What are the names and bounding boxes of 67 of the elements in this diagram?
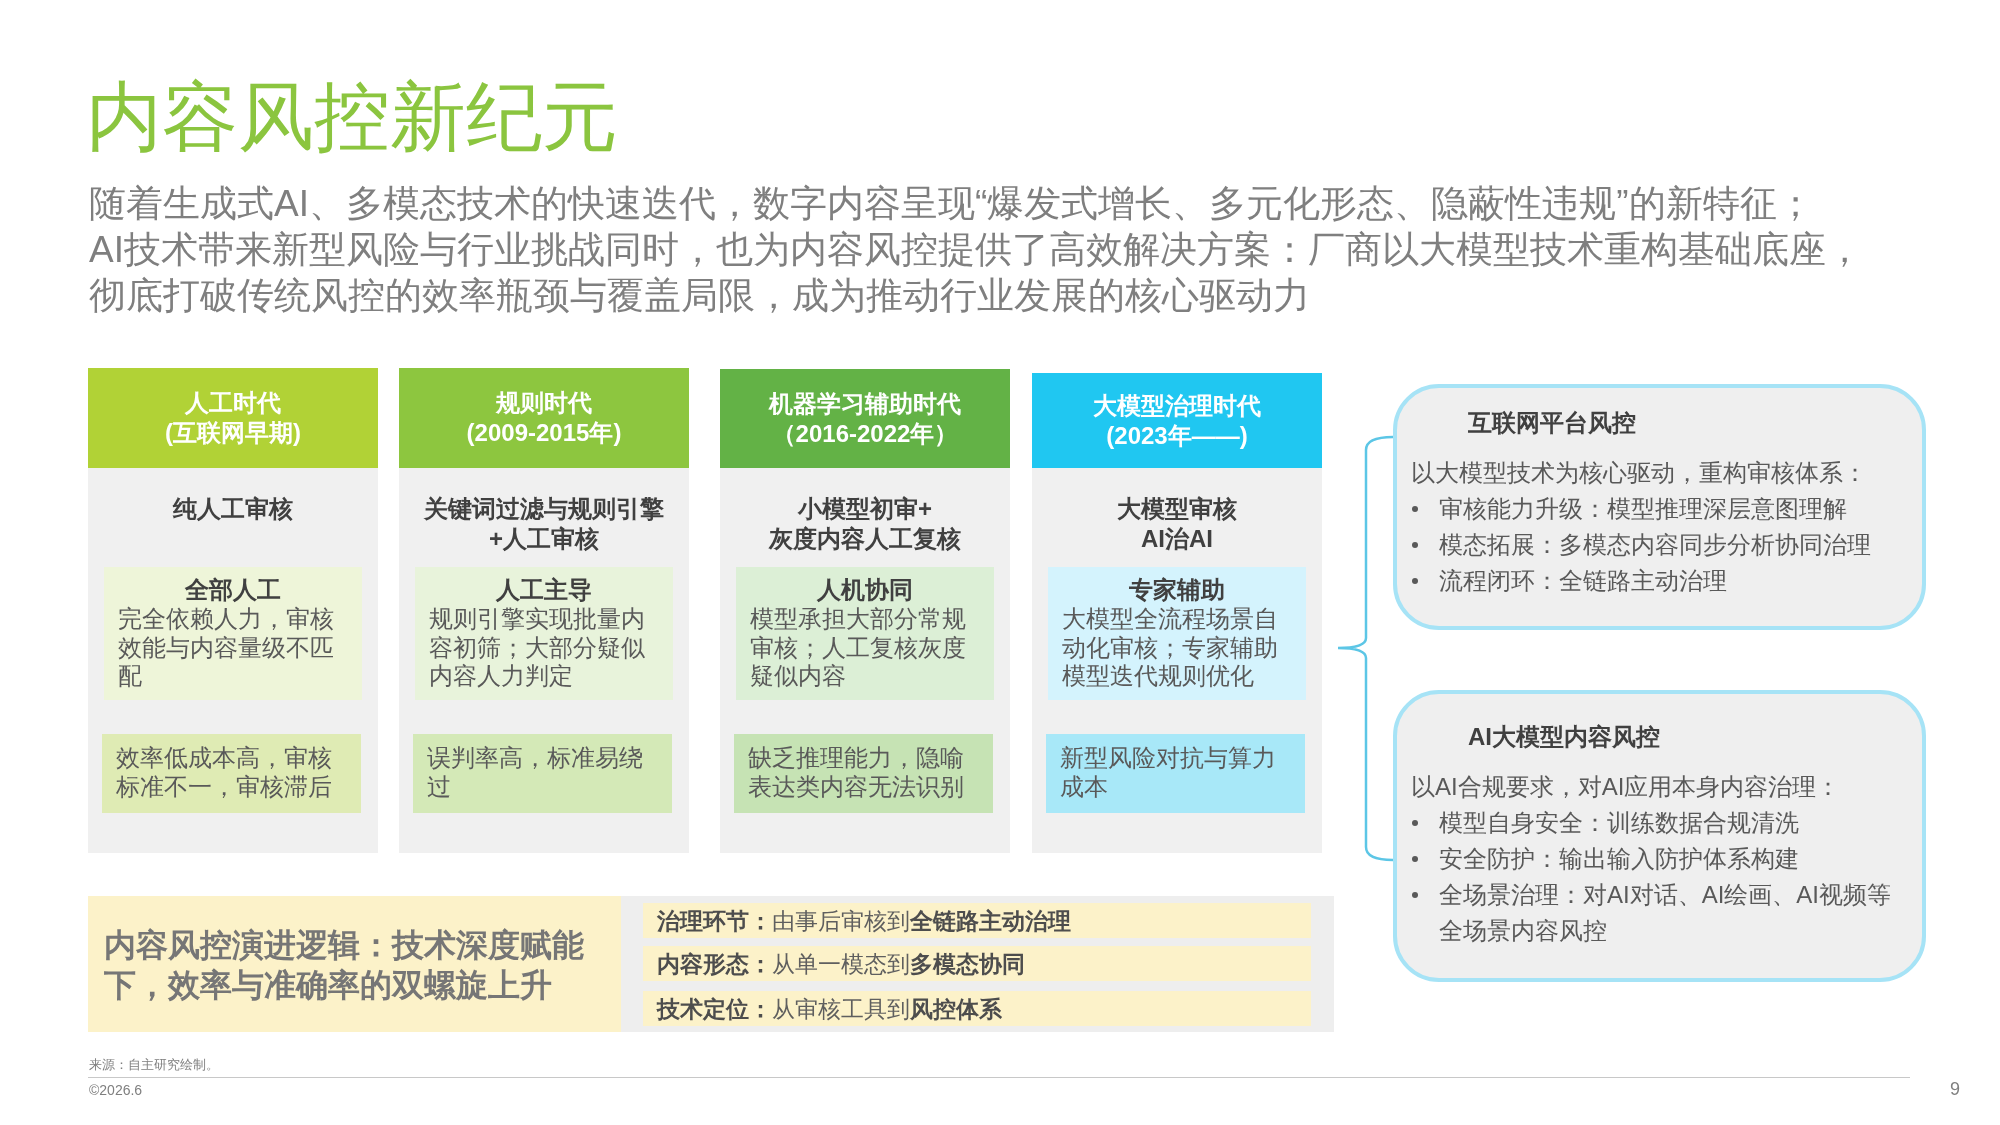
feature-card [1048, 567, 1306, 700]
page-title: 内容风控新纪元 [86, 73, 618, 161]
era-header [720, 369, 1010, 468]
review-mode-text: 灰度内容人工复核 [769, 524, 961, 554]
lead-paragraph: AI技术带来新型风险与行业挑战同时，也为内容风控提供了高效解决方案：厂商以大模型技术重构基础底座，彻底打破传统风控的效率瓶颈与覆盖局限，成为推动行业发展的核心驱动力 [89, 228, 1864, 318]
era-panel [720, 468, 1010, 853]
era-name: 机器学习辅助时代 [769, 388, 961, 419]
era-name: 人工时代 [185, 388, 281, 418]
review-mode-text: 纯人工审核 [173, 494, 293, 524]
feature-text: 大模型全流程场景自动化审核；专家辅助模型迭代规则优化 [1062, 605, 1279, 691]
feature-text: 规则引擎实现批量内容初筛；大部分疑似内容人力判定 [429, 605, 646, 691]
feature-text: 完全依赖人力，审核效能与内容量级不匹配 [118, 605, 335, 691]
era-period: (2023年——) [1106, 420, 1248, 451]
bullet-text: 模型自身安全：训练数据合规清洗 [1439, 808, 1799, 838]
trend-bar [643, 991, 1311, 1026]
era-panel [88, 468, 378, 853]
card-intro: 以大模型技术为核心驱动，重构审核体系： [1411, 458, 1867, 488]
era-panel [399, 468, 689, 853]
era-name: 大模型治理时代 [1093, 390, 1261, 421]
problem-text: 新型风险对抗与算力成本 [1060, 743, 1277, 801]
feature-text: 模型承担大部分常规审核；人工复核灰度疑似内容 [750, 605, 967, 691]
era-name: 规则时代 [496, 388, 592, 418]
card-intro: 以AI合规要求，对AI应用本身内容治理： [1411, 772, 1841, 802]
summary-card [88, 896, 621, 1032]
bullet-text: 安全防护：输出输入防护体系构建 [1439, 844, 1799, 874]
summary-text: 内容风控演进逻辑：技术深度赋能下，效率与准确率的双螺旋上升 [104, 926, 585, 1005]
problem-text: 缺乏推理能力，隐喻表达类内容无法识别 [748, 743, 965, 801]
problem-card [102, 734, 361, 813]
trend-bar [643, 903, 1311, 938]
era-period: (2009-2015年) [466, 418, 622, 448]
feature-title: 专家辅助 [1129, 575, 1225, 605]
era-header [399, 368, 689, 468]
source-note: 来源：自主研究绘制。 [89, 1057, 219, 1073]
era-header [1032, 373, 1322, 468]
review-mode-text: AI治AI [1141, 524, 1213, 554]
feature-title: 全部人工 [185, 575, 281, 605]
card-title: AI大模型内容风控 [1468, 722, 1660, 752]
feature-title: 人机协同 [817, 575, 913, 605]
trend-text: 治理环节：由事后审核到全链路主动治理 [657, 906, 1071, 936]
era-period: （2016-2022年） [771, 418, 959, 449]
review-mode-text: +人工审核 [489, 524, 599, 554]
problem-card [734, 734, 993, 813]
problem-text: 效率低成本高，审核标准不一，审核滞后 [116, 743, 333, 801]
trend-text: 技术定位：从审核工具到风控体系 [657, 994, 1002, 1024]
review-mode-text: 关键词过滤与规则引擎 [424, 494, 664, 524]
card-title: 互联网平台风控 [1468, 408, 1636, 438]
review-mode-text: 小模型初审+ [798, 494, 932, 524]
era-panel [1032, 468, 1322, 853]
era-header [88, 368, 378, 468]
feature-card [736, 567, 994, 700]
trend-bar [643, 946, 1311, 981]
problem-card [413, 734, 672, 813]
feature-title: 人工主导 [496, 575, 592, 605]
bullet-text: 审核能力升级：模型推理深层意图理解 [1439, 494, 1847, 524]
trend-text: 内容形态：从单一模态到多模态协同 [657, 949, 1025, 979]
review-mode-text: 大模型审核 [1117, 494, 1237, 524]
info-card [1393, 690, 1926, 982]
copyright-text: ©2026.6 [89, 1082, 143, 1099]
bullet-text: 全场景治理：对AI对话、AI绘画、AI视频等全场景内容风控 [1439, 880, 1893, 946]
bullet-text: 模态拓展：多模态内容同步分析协同治理 [1439, 530, 1871, 560]
lead-paragraph: 随着生成式AI、多模态技术的快速迭代，数字内容呈现“爆发式增长、多元化形态、隐蔽性违规”的新特征； [89, 182, 1814, 226]
info-card [1393, 384, 1926, 630]
problem-card [1046, 734, 1305, 813]
bullet-text: 流程闭环：全链路主动治理 [1439, 566, 1727, 596]
page-number: 9 [1950, 1079, 1960, 1101]
problem-text: 误判率高，标准易绕过 [427, 743, 644, 801]
era-period: (互联网早期) [165, 418, 301, 448]
